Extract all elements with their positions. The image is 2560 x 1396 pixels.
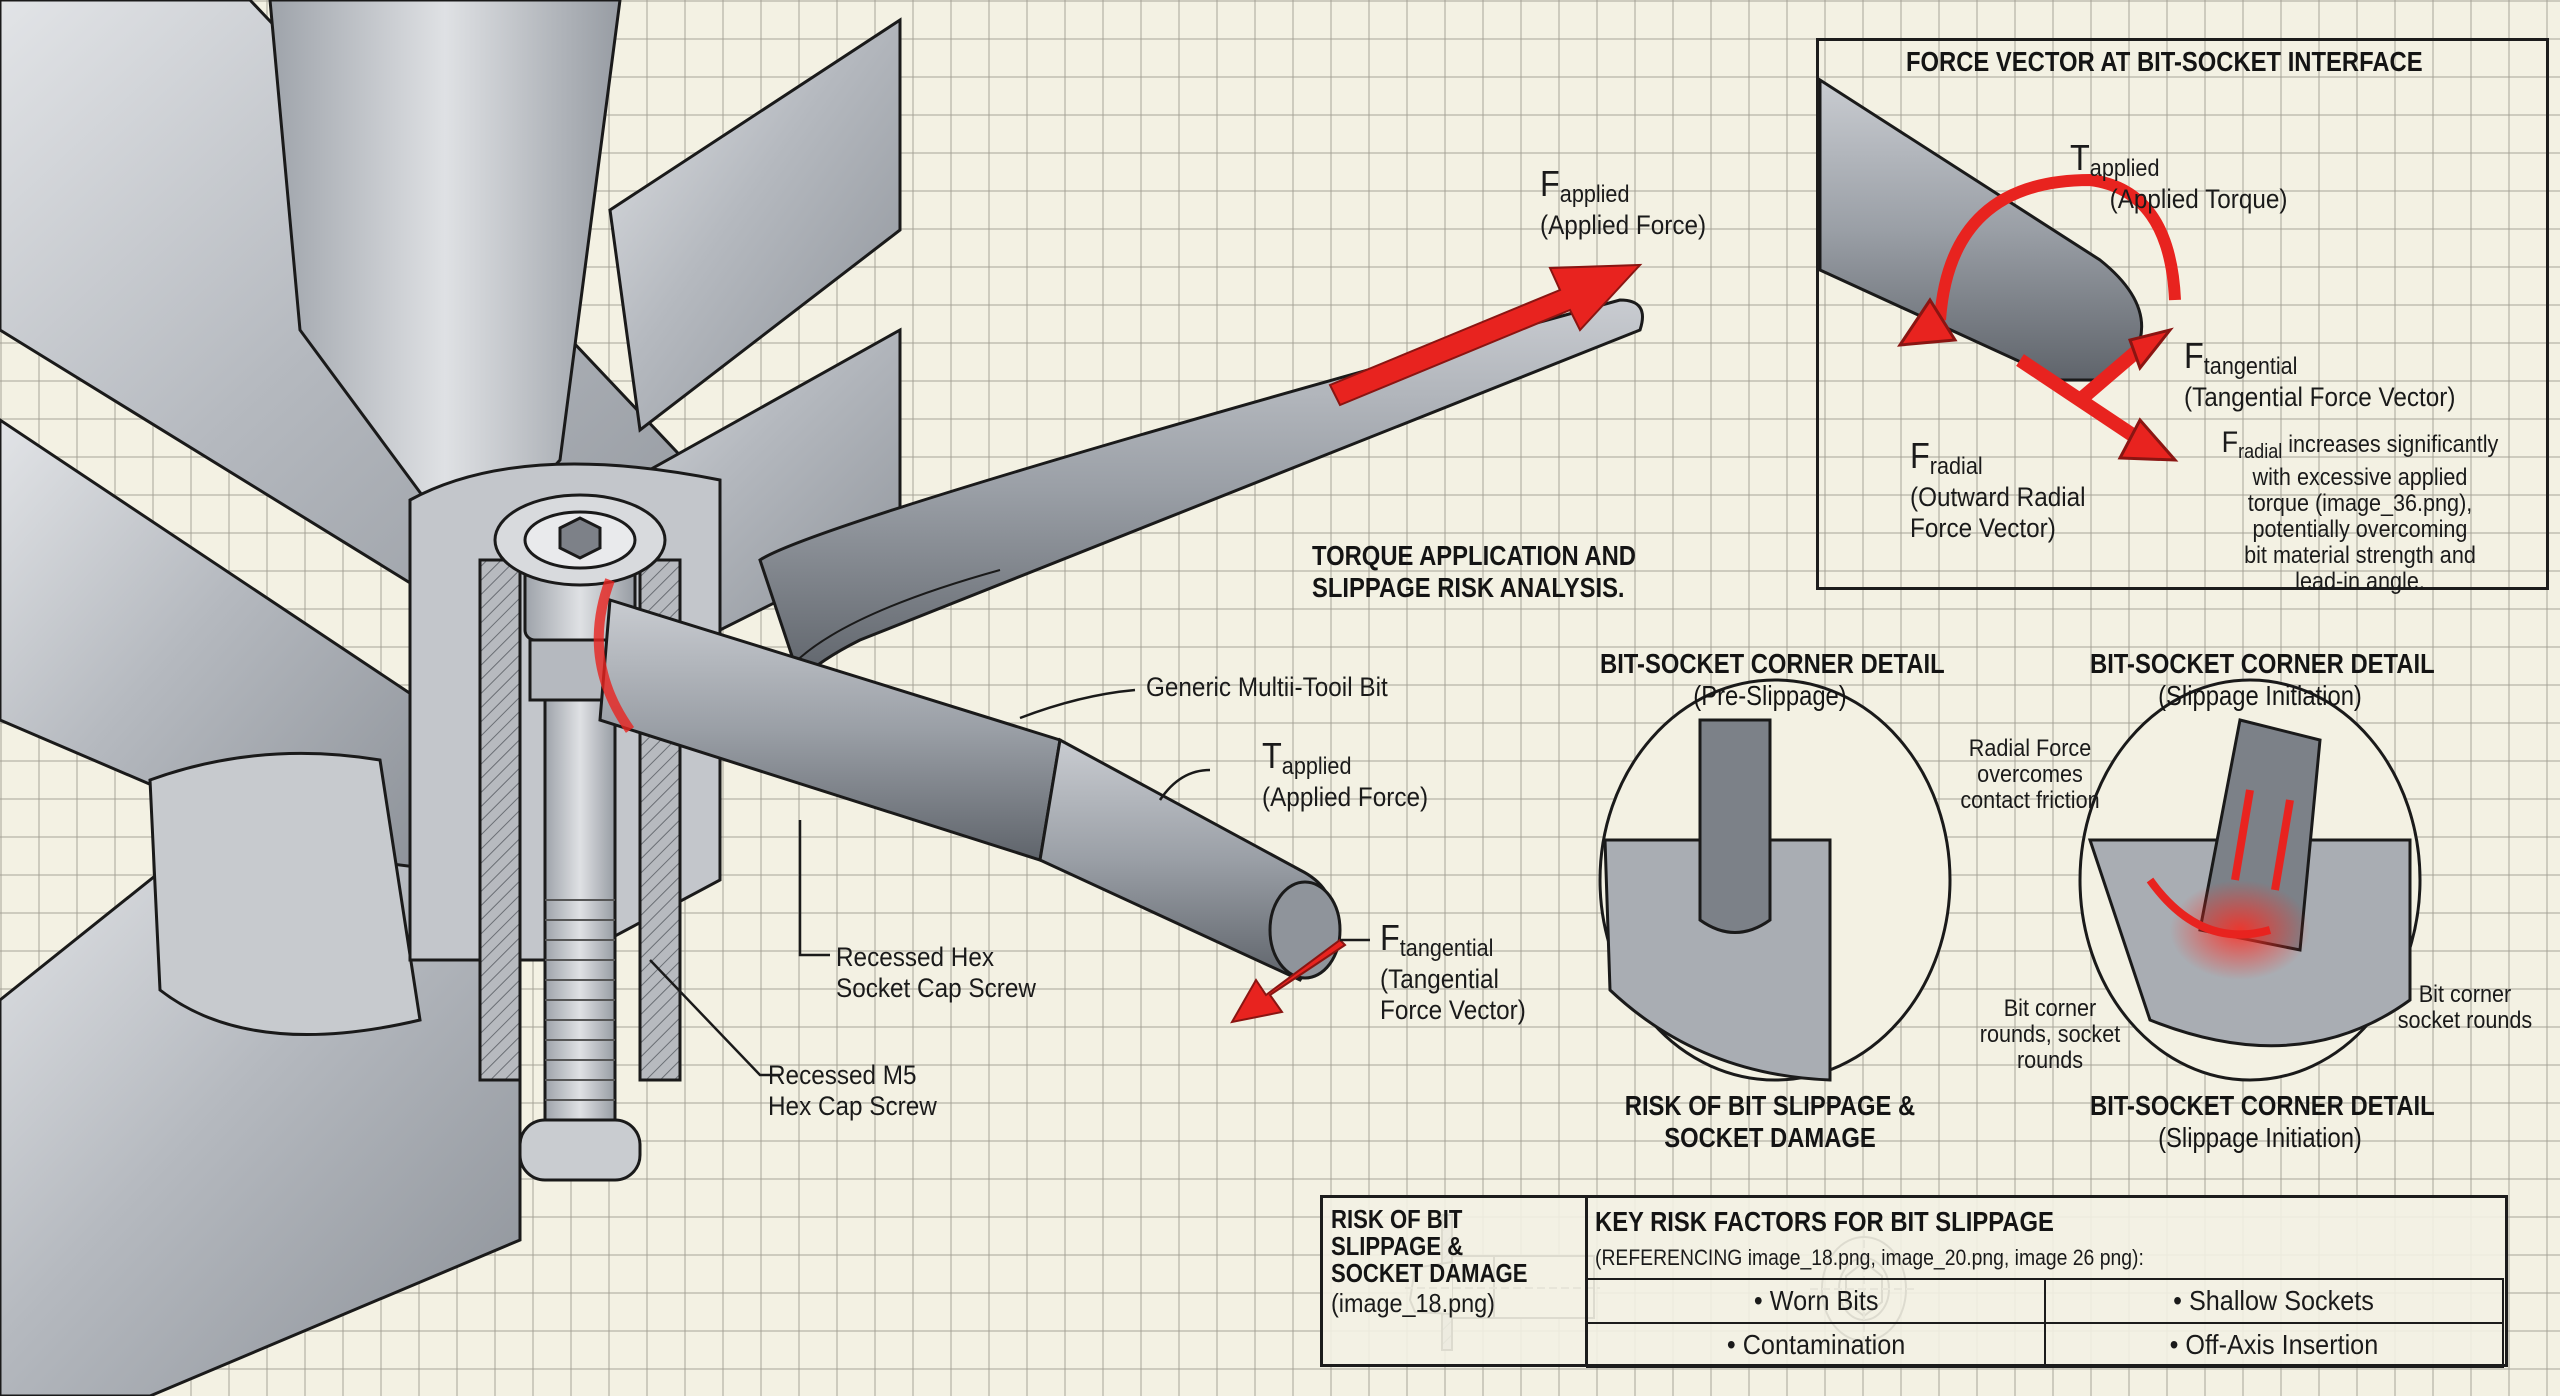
- risk-factor-cell: • Worn Bits: [1586, 1278, 2046, 1324]
- table-row: • Contamination • Off-Axis Insertion: [1586, 1322, 2504, 1368]
- t-applied-label: Tapplied (Applied Force): [1262, 735, 1429, 813]
- force-vector-panel: [1816, 38, 2549, 590]
- risk-panel-left-title: RISK OF BIT SLIPPAGE & SOCKET DAMAGE: [1331, 1204, 1528, 1288]
- f-applied-label: Fapplied (Applied Force): [1540, 163, 1707, 241]
- risk-factor-cell: • Contamination: [1586, 1322, 2046, 1368]
- leader-lines: [649, 688, 1370, 1077]
- bit-shaft: [593, 578, 1342, 982]
- force-panel-bit: [1818, 77, 2181, 462]
- table-row: • Worn Bits • Shallow Sockets: [1586, 1278, 2504, 1324]
- panel-f-radial-label: Fradial (Outward Radial Force Vector): [1910, 435, 2086, 544]
- panel-t-applied-label: Tapplied (Applied Torque): [2070, 137, 2288, 215]
- slippage-bottom-title: BIT-SOCKET CORNER DETAIL (Slippage Initi…: [2090, 1090, 2435, 1153]
- risk-factor-cell: • Shallow Sockets: [2044, 1278, 2504, 1324]
- radial-force-note: Radial Force overcomes contact friction: [1960, 735, 2100, 814]
- f-applied-arrow: [1328, 263, 1643, 407]
- bit-corner-right-note: Bit corner socket rounds: [2397, 981, 2533, 1034]
- f-tangential-label: Ftangential (Tangential Force Vector): [1380, 917, 1526, 1026]
- panel-radial-note: Fradial increases significantly with exc…: [2221, 426, 2499, 595]
- m5-screw-callout: Recessed M5 Hex Cap Screw: [768, 1060, 937, 1121]
- risk-panel-left-ref: (image_18.png): [1331, 1288, 1495, 1318]
- corner-detail-slip: [2078, 678, 2422, 1082]
- bit-corner-left-note: Bit corner rounds, socket rounds: [1979, 995, 2121, 1074]
- hex-socket-screw-callout: Recessed Hex Socket Cap Screw: [836, 942, 1036, 1003]
- bit-callout: Generic Multii-Tooil Bit: [1146, 672, 1388, 702]
- bracket-cutaway: [408, 462, 722, 1182]
- corner-detail-pre: [1598, 678, 1952, 1082]
- force-vector-panel-title: FORCE VECTOR AT BIT-SOCKET INTERFACE: [1906, 46, 2423, 77]
- force-arrows: [1230, 263, 1643, 1024]
- factors-ref: (REFERENCING image_18.png, image_20.png,…: [1595, 1245, 2144, 1270]
- factors-title: KEY RISK FACTORS FOR BIT SLIPPAGE: [1595, 1206, 2054, 1237]
- f-tangential-arrow: [1230, 938, 1347, 1024]
- panel-f-tangential-label: Ftangential (Tangential Force Vector): [2184, 335, 2456, 413]
- risk-caption: RISK OF BIT SLIPPAGE & SOCKET DAMAGE: [1624, 1090, 1916, 1153]
- risk-factors-table: • Worn Bits • Shallow Sockets • Contamin…: [1586, 1278, 2504, 1368]
- risk-factors-panel: RISK OF BIT SLIPPAGE & SOCKET DAMAGE (im…: [1320, 1195, 2508, 1368]
- main-title: TORQUE APPLICATION AND SLIPPAGE RISK ANA…: [1312, 540, 1636, 603]
- risk-factor-cell: • Off-Axis Insertion: [2044, 1322, 2504, 1368]
- slippage-top-title: BIT-SOCKET CORNER DETAIL (Slippage Initi…: [2090, 648, 2435, 711]
- pre-slippage-title: BIT-SOCKET CORNER DETAIL (Pre-Slippage): [1600, 648, 1945, 711]
